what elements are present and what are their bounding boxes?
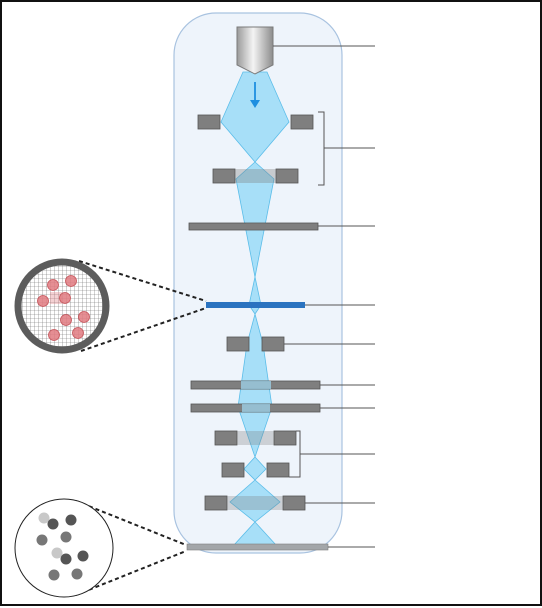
intermediate-lens <box>214 430 297 446</box>
image-particles-inset <box>14 498 114 598</box>
selected-area-aperture <box>190 403 321 413</box>
objective-aperture <box>190 380 321 390</box>
column-body <box>173 12 343 554</box>
condenser-lens-2 <box>212 168 299 184</box>
condenser-lens-1 <box>197 114 314 130</box>
beam-segment-1 <box>220 71 290 163</box>
electron-gun-icon <box>236 26 274 75</box>
zoom-connectors <box>75 260 207 596</box>
objective-lens <box>226 336 285 352</box>
grid-cell-highlight <box>50 292 62 304</box>
projector-lens-1 <box>221 462 290 478</box>
condenser-aperture <box>188 222 319 231</box>
viewing-screen <box>186 543 329 551</box>
leader-lines <box>273 45 375 548</box>
specimen-grid-inset <box>14 258 110 354</box>
arrow-down-icon <box>250 82 260 108</box>
grid-particles <box>37 275 90 341</box>
projector-lens-2 <box>204 495 306 511</box>
specimen-plane <box>206 302 305 308</box>
